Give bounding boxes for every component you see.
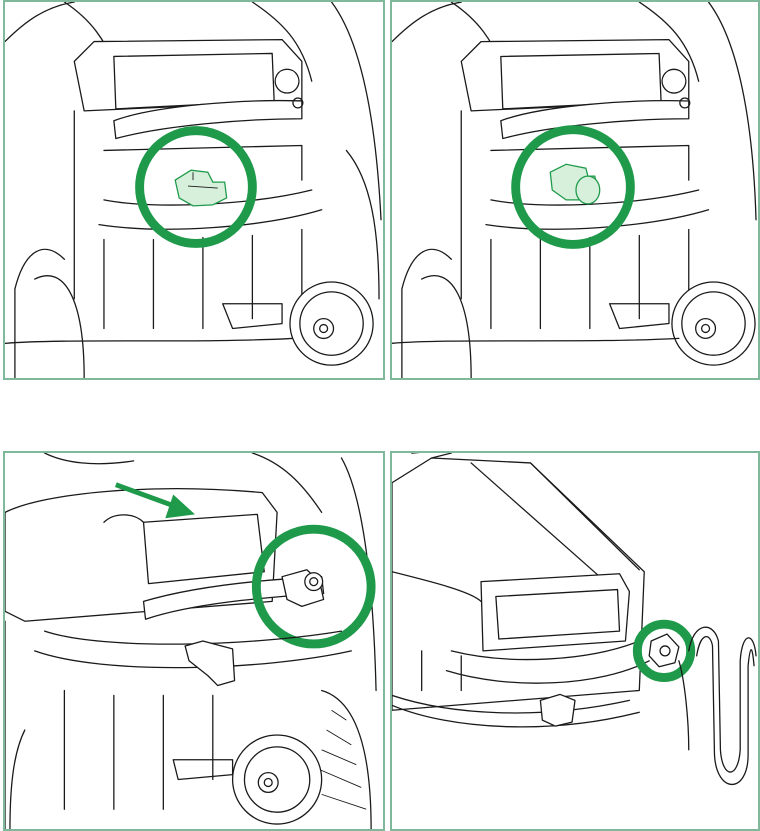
machine-drawing-step-2 <box>392 2 757 378</box>
hose-connector-icon <box>648 633 680 668</box>
valve-body <box>174 169 228 207</box>
drain-valve-open-icon <box>549 163 601 205</box>
drain-valve-icon <box>174 169 228 207</box>
machine-drawing-step-1 <box>5 2 382 378</box>
step-2-panel <box>390 0 760 380</box>
drain-valve <box>184 640 236 687</box>
arrow-icon <box>114 482 195 519</box>
drain-hose-icon <box>678 626 757 785</box>
highlight-ring <box>632 619 696 683</box>
machine-drawing-step-3 <box>5 453 377 829</box>
step-1-panel <box>3 0 385 380</box>
drain-valve <box>539 693 576 727</box>
step-4-panel <box>390 451 760 831</box>
highlight-ring <box>511 125 635 249</box>
step-3-panel <box>3 451 385 831</box>
machine-drawing-step-4 <box>392 453 757 785</box>
highlight-ring <box>135 126 257 248</box>
highlight-ring <box>251 524 376 649</box>
